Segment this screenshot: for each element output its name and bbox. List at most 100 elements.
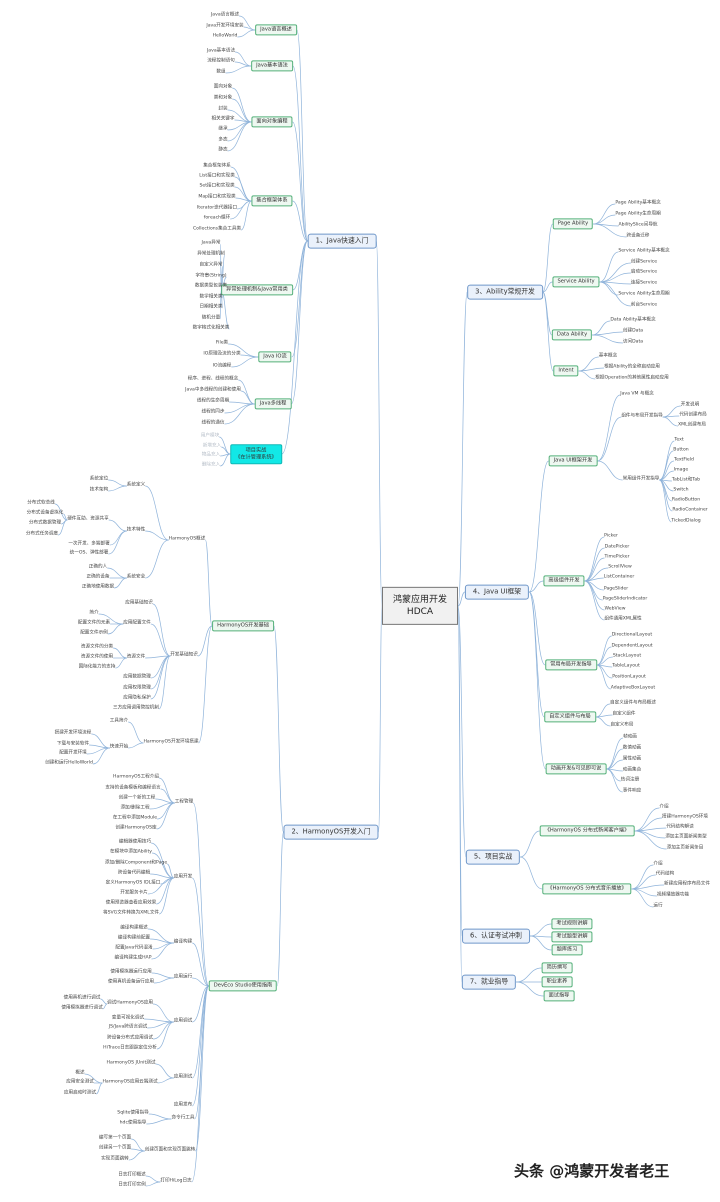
topic-udl2[interactable]: XML创建布局 — [677, 422, 707, 428]
topic-jqpr2[interactable]: 物品充入 — [201, 452, 221, 458]
topic-ddb2[interactable]: 跨设备分布式应用调试 — [107, 1035, 153, 1041]
topic-abin2[interactable]: 根据Operation的其他属性启动应用 — [595, 375, 669, 381]
topic-dpm0[interactable]: HarmonyOS工程介绍 — [113, 774, 159, 780]
topic-an0[interactable]: 帧动画 — [623, 734, 637, 740]
topic-jqov[interactable]: Java语言概述 — [255, 24, 297, 36]
topic-udl0[interactable]: 开发说明 — [680, 402, 700, 408]
topic-dcd6[interactable]: 使用预览器查看应用效果 — [105, 900, 157, 906]
topic-udvm[interactable]: Java VM 与概念 — [620, 391, 654, 397]
topic-jqex[interactable]: 异常处理机制&Java常用类 — [221, 284, 293, 296]
topic-jqth1[interactable]: Java中多线程的创建和使用 — [185, 387, 241, 393]
topic-cl1[interactable]: DependentLayout — [611, 643, 653, 649]
topic-hde[interactable]: DevEco Studio使用指南 — [208, 980, 278, 992]
topic-jqoo6[interactable]: 静态 — [218, 147, 228, 153]
topic-adv1[interactable]: DatePicker — [604, 544, 630, 550]
topic-adv3[interactable]: ScrollView — [608, 564, 632, 570]
topic-dbu0[interactable]: 编译构建概述 — [120, 925, 148, 931]
topic-udc0[interactable]: Text — [674, 437, 684, 443]
topic-jqio1[interactable]: IO原理及流的分类 — [203, 351, 241, 357]
topic-jqex6[interactable]: 日期相关类 — [199, 304, 223, 310]
topic-hdb[interactable]: 开发基础知识 — [170, 652, 198, 658]
topic-dda0[interactable]: 使用真机进行调试 — [63, 995, 101, 1001]
topic-abin[interactable]: Intent — [553, 365, 579, 377]
topic-b4[interactable]: 4、Java UI框架 — [464, 584, 530, 600]
topic-an2[interactable]: 属性动画 — [622, 756, 642, 762]
topic-abpg2[interactable]: AbilitySlice间导航 — [618, 222, 658, 228]
topic-dpm3[interactable]: 添加/删除工程 — [120, 805, 150, 811]
topic-cl2[interactable]: StackLayout — [612, 653, 642, 659]
topic-jqco5[interactable]: foreach循环 — [203, 215, 231, 221]
topic-hsd0[interactable]: 系统定位 — [89, 476, 109, 482]
topic-absv[interactable]: Service Ability — [552, 276, 600, 288]
topic-hse0[interactable]: 正确的人 — [88, 564, 108, 570]
topic-jqex3[interactable]: 字符串(String) — [195, 273, 227, 279]
topic-jqov1[interactable]: Java开发环境安装 — [206, 23, 244, 29]
topic-dru0[interactable]: 使用模拟器运行应用 — [110, 969, 152, 975]
topic-cu0[interactable]: 自定义组件与布局概述 — [610, 700, 656, 706]
topic-b5[interactable]: 5、项目实战 — [465, 849, 521, 865]
topic-pn[interactable]: 《HarmonyOS 分布式新闻客户端》 — [539, 825, 635, 837]
topic-henv[interactable]: HarmonyOS开发环境搭建 — [143, 739, 199, 745]
topic-abpg0[interactable]: Page Ability基本概念 — [615, 200, 661, 206]
topic-ddb3[interactable]: HiTrace日志跟踪定位分析 — [103, 1045, 157, 1051]
topic-hte0[interactable]: 一次开发、多端部署 — [68, 541, 110, 547]
topic-abin1[interactable]: 根据Ability的全称启动应用 — [604, 364, 660, 370]
topic-cu2[interactable]: 自定义布局 — [610, 722, 634, 728]
topic-absv4[interactable]: Service Ability生命周期 — [618, 291, 670, 297]
topic-dcl[interactable]: 命令行工具 — [171, 1115, 195, 1121]
topic-jqpr3[interactable]: 删除充入 — [201, 462, 221, 468]
topic-jqex2[interactable]: 自定义异常 — [199, 262, 223, 268]
topic-htw[interactable]: 硬件互助、资源共享 — [67, 516, 109, 522]
topic-pm3[interactable]: 视频播放器功能 — [656, 892, 690, 898]
topic-dcl0[interactable]: Sqlite使用指导 — [117, 1110, 149, 1116]
topic-absv3[interactable]: 连接Service — [630, 280, 658, 286]
topic-pm1[interactable]: 代码结构 — [655, 871, 675, 877]
topic-pn1[interactable]: 搭建HarmonyOS环境 — [662, 814, 708, 820]
topic-absv0[interactable]: Service Ability基本概念 — [618, 248, 670, 254]
topic-ud[interactable]: Java UI框架开发 — [548, 455, 598, 467]
topic-dlg0[interactable]: 日志打印概述 — [118, 1172, 146, 1178]
topic-dsv[interactable]: 创建页面和实现页面跳转 — [144, 1147, 196, 1153]
topic-hb[interactable]: HarmonyOS开发基础 — [212, 620, 274, 632]
topic-dcd3[interactable]: 跨设备代码编辑 — [117, 870, 151, 876]
topic-pn0[interactable]: 介绍 — [659, 804, 669, 810]
topic-dbu1[interactable]: 编译构建前配置 — [117, 935, 151, 941]
topic-hcf0[interactable]: 简介 — [89, 610, 99, 616]
topic-jqoo0[interactable]: 面向对象 — [213, 84, 233, 90]
topic-abda1[interactable]: 创建Data — [622, 328, 644, 334]
topic-htw1[interactable]: 分布式设备虚拟化 — [26, 510, 64, 516]
topic-jqco2[interactable]: Set接口和实现类 — [199, 183, 235, 189]
topic-hse[interactable]: 系统安全 — [126, 574, 146, 580]
topic-jqco0[interactable]: 集合框架体系 — [203, 163, 231, 169]
topic-jqco1[interactable]: List接口和实现类 — [199, 173, 235, 179]
topic-abpg1[interactable]: Page Ability生命周期 — [615, 211, 661, 217]
topic-an3[interactable]: 动画集合 — [622, 767, 642, 773]
topic-jqoo[interactable]: 面向对象编程 — [251, 116, 293, 128]
topic-jqio2[interactable]: IO流编程 — [212, 363, 232, 369]
topic-dpm2[interactable]: 创建一个新的工程 — [118, 795, 156, 801]
topic-b2[interactable]: 2、HarmonyOS开发入门 — [283, 824, 379, 840]
topic-dcd[interactable]: 应用开发 — [173, 874, 193, 880]
topic-pm2[interactable]: 新建应用程序布局文件 — [664, 881, 710, 887]
topic-jqco[interactable]: 集合框架体系 — [251, 195, 293, 207]
topic-jqex4[interactable]: 数据类型包装类 — [194, 283, 228, 289]
topic-abda2[interactable]: 访问Data — [622, 339, 644, 345]
topic-jqpr[interactable]: 项目实战《在计管理系统》 — [230, 444, 282, 464]
topic-hte1[interactable]: 统一OS、弹性部署 — [69, 550, 109, 556]
topic-hqs0[interactable]: 搭建开发环境流程 — [54, 730, 92, 736]
topic-dlg[interactable]: 打印HiLog日志 — [160, 1178, 192, 1184]
topic-dju[interactable]: HarmonyOS JUnit测试 — [106, 1060, 156, 1066]
topic-pn4[interactable]: 添加主页新闻条目 — [666, 845, 704, 851]
topic-abin0[interactable]: 基本概念 — [598, 353, 618, 359]
topic-dcd4[interactable]: 定义HarmonyOS IDL接口 — [105, 880, 161, 886]
topic-hcf2[interactable]: 配置文件示例 — [80, 630, 108, 636]
topic-hsd[interactable]: 系统定义 — [126, 482, 146, 488]
topic-jqco4[interactable]: Iterator迭代器接口 — [196, 205, 238, 211]
topic-jqov0[interactable]: Java语言概述 — [210, 12, 240, 18]
topic-pm0[interactable]: 介绍 — [653, 861, 663, 867]
topic-dck2[interactable]: 应用启动时测试 — [63, 1090, 97, 1096]
topic-dcd5[interactable]: 开发服务卡片 — [120, 890, 148, 896]
topic-udc5[interactable]: Switch — [673, 487, 689, 493]
topic-adv2[interactable]: TimePicker — [604, 554, 630, 560]
topic-jqoo3[interactable]: 相关关键字 — [211, 116, 235, 122]
